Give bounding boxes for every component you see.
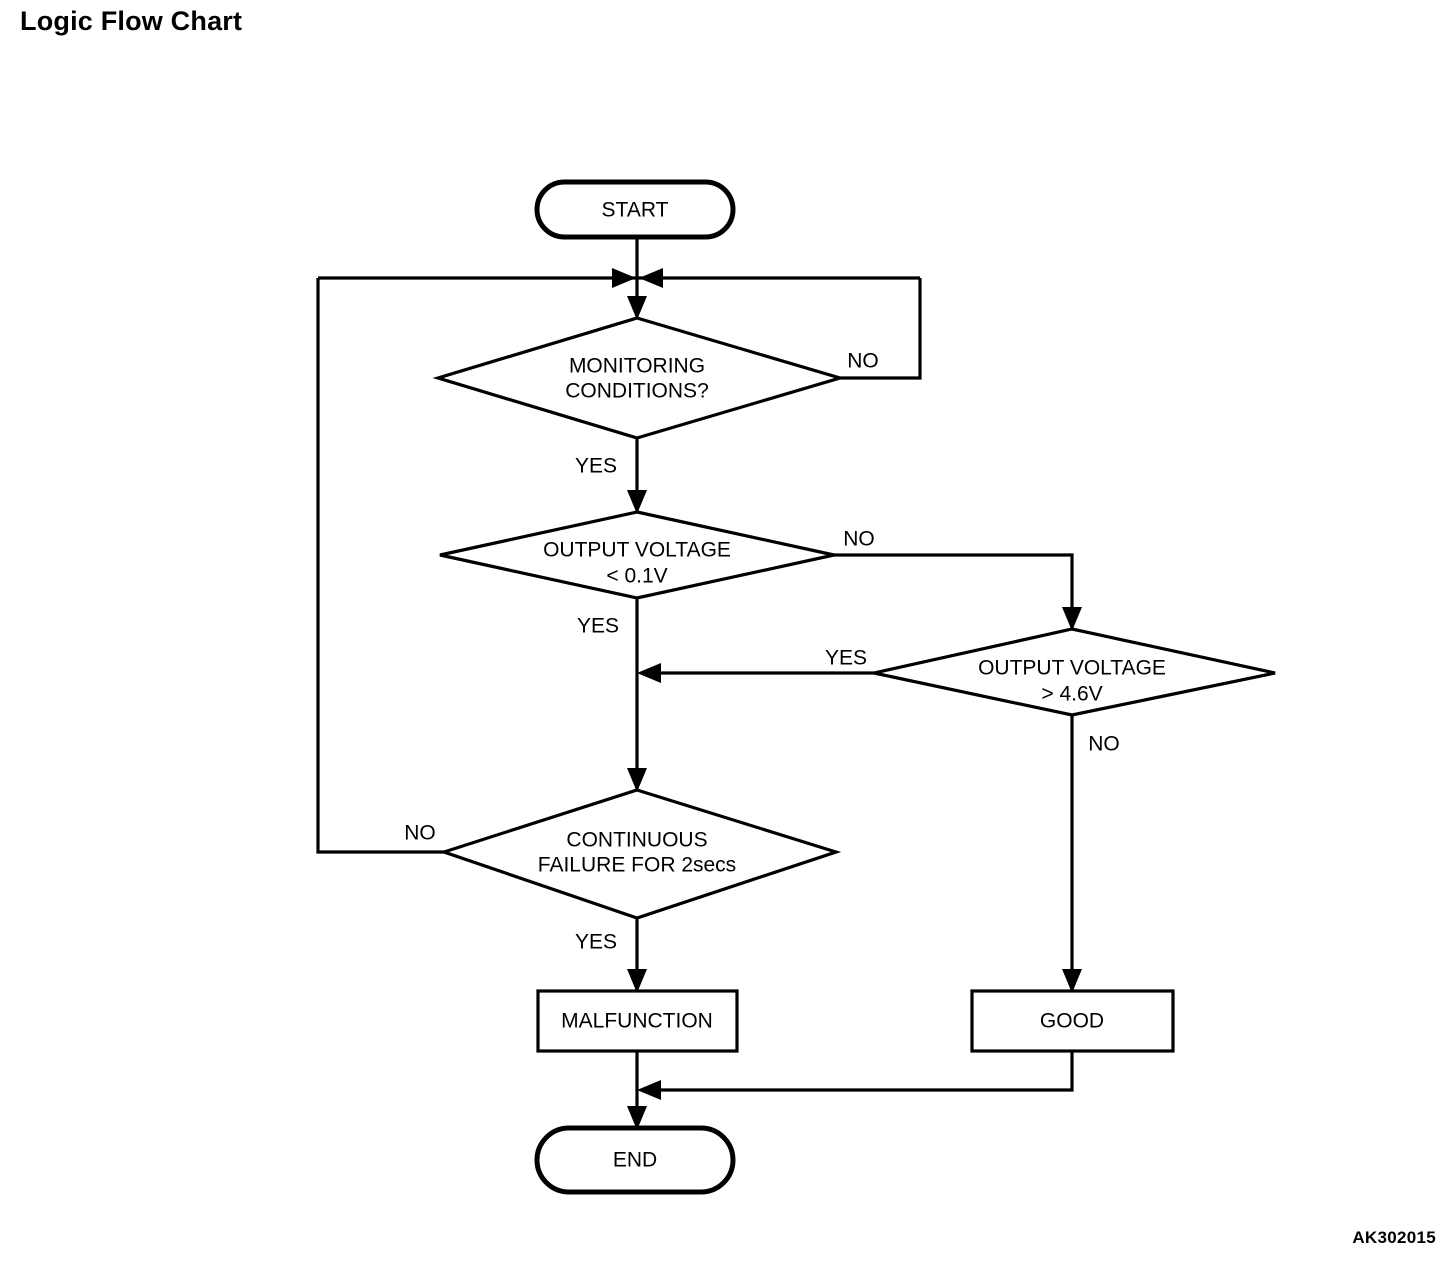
edge-label-failure-no: NO xyxy=(404,822,436,845)
connector-monitoring-no-loop xyxy=(840,278,922,380)
node-voltage-high-label-line2: > 4.6V xyxy=(1041,683,1102,706)
edge-label-failure-yes: YES xyxy=(575,931,617,954)
edge-label-voltage-high-no: NO xyxy=(1088,733,1120,756)
connector-voltage-low-no xyxy=(834,553,1074,631)
reference-code: AK302015 xyxy=(1352,1228,1436,1247)
node-start-label: START xyxy=(602,199,669,222)
edge-label-voltage-low-yes: YES xyxy=(577,615,619,638)
node-end[interactable] xyxy=(534,1125,736,1195)
node-voltage-low-label-line1: OUTPUT VOLTAGE xyxy=(543,539,731,562)
edge-label-voltage-high-yes: YES xyxy=(825,647,867,670)
node-monitoring-label-line2: CONDITIONS? xyxy=(565,380,709,403)
arrowhead-into-voltage-high xyxy=(1062,607,1082,631)
connector-good-to-end xyxy=(641,1051,1074,1092)
node-end-label: END xyxy=(613,1149,657,1172)
node-monitoring-label-line1: MONITORING xyxy=(569,355,705,378)
node-good-label: GOOD xyxy=(1040,1010,1104,1033)
node-output-voltage-low[interactable] xyxy=(439,510,835,600)
arrowhead-into-end xyxy=(627,1106,647,1130)
page-title: Logic Flow Chart xyxy=(20,6,243,36)
node-failure-label-line2: FAILURE FOR 2secs xyxy=(538,854,736,877)
arrowhead-into-good xyxy=(1062,969,1082,993)
node-voltage-high-label-line1: OUTPUT VOLTAGE xyxy=(978,657,1166,680)
node-malfunction-label: MALFUNCTION xyxy=(561,1010,713,1033)
node-start[interactable] xyxy=(534,179,736,240)
edge-label-monitoring-yes: YES xyxy=(575,455,617,478)
node-failure-label-line1: CONTINUOUS xyxy=(566,829,707,852)
node-continuous-failure[interactable] xyxy=(438,788,842,920)
arrowhead-good-join xyxy=(637,1080,661,1100)
arrowhead-left-loop-return xyxy=(612,268,636,288)
node-voltage-low-label-line2: < 0.1V xyxy=(606,565,667,588)
arrowhead-right-loop-return xyxy=(639,268,663,288)
node-output-voltage-high[interactable] xyxy=(873,627,1276,717)
node-good[interactable] xyxy=(970,989,1175,1053)
node-monitoring-conditions[interactable] xyxy=(432,316,846,440)
edge-label-monitoring-no: NO xyxy=(847,350,879,373)
arrowhead-into-voltage-low xyxy=(627,490,647,514)
arrowhead-into-malfunction xyxy=(627,969,647,993)
arrowhead-into-monitoring xyxy=(627,296,647,320)
connector-failure-no-loop xyxy=(316,278,444,854)
arrowhead-into-continuous-failure xyxy=(627,768,647,792)
edge-label-voltage-low-no: NO xyxy=(843,528,875,551)
node-malfunction[interactable] xyxy=(536,989,739,1053)
arrowhead-voltage-high-yes-join xyxy=(637,663,661,683)
